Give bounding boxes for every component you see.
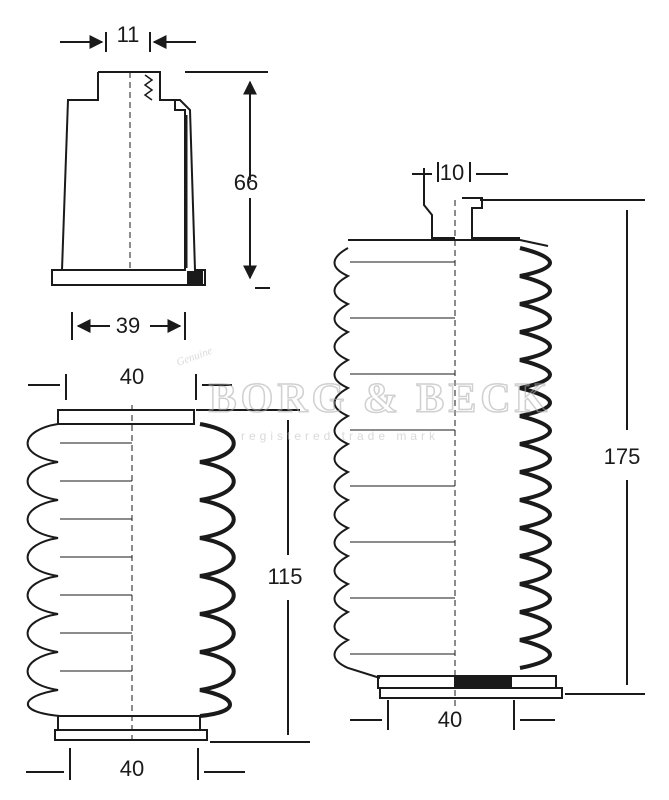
dim-cap-top [60,32,196,52]
watermark-script: Genuine [175,345,214,369]
label-cap-top-width: 11 [117,22,140,47]
dim-cap-height [185,71,270,289]
right-bellows [333,168,563,710]
dim-left-bottom [26,748,245,780]
label-right-height: 175 [604,444,641,469]
left-bellows [26,405,236,745]
dim-left-height [196,409,310,743]
label-left-top-width: 40 [120,364,144,389]
watermark-tagline: registered trade mark [241,429,439,443]
label-right-top-width: 10 [440,160,464,185]
watermark-brand: BORG & BECK [209,376,552,422]
dim-right-bottom [350,700,555,730]
label-cap-base-width: 39 [116,313,140,338]
label-right-bottom-width: 40 [438,707,462,732]
cap-boot [51,71,206,286]
label-cap-height: 66 [234,170,258,195]
label-left-height: 115 [267,564,302,589]
dim-right-top [412,162,508,182]
label-left-bottom-width: 40 [120,756,144,781]
dim-left-top [28,374,232,400]
brand-watermark: Genuine BORG & BECK registered trade mar… [175,345,552,443]
dim-cap-base [71,312,186,340]
dim-right-height [480,199,645,695]
